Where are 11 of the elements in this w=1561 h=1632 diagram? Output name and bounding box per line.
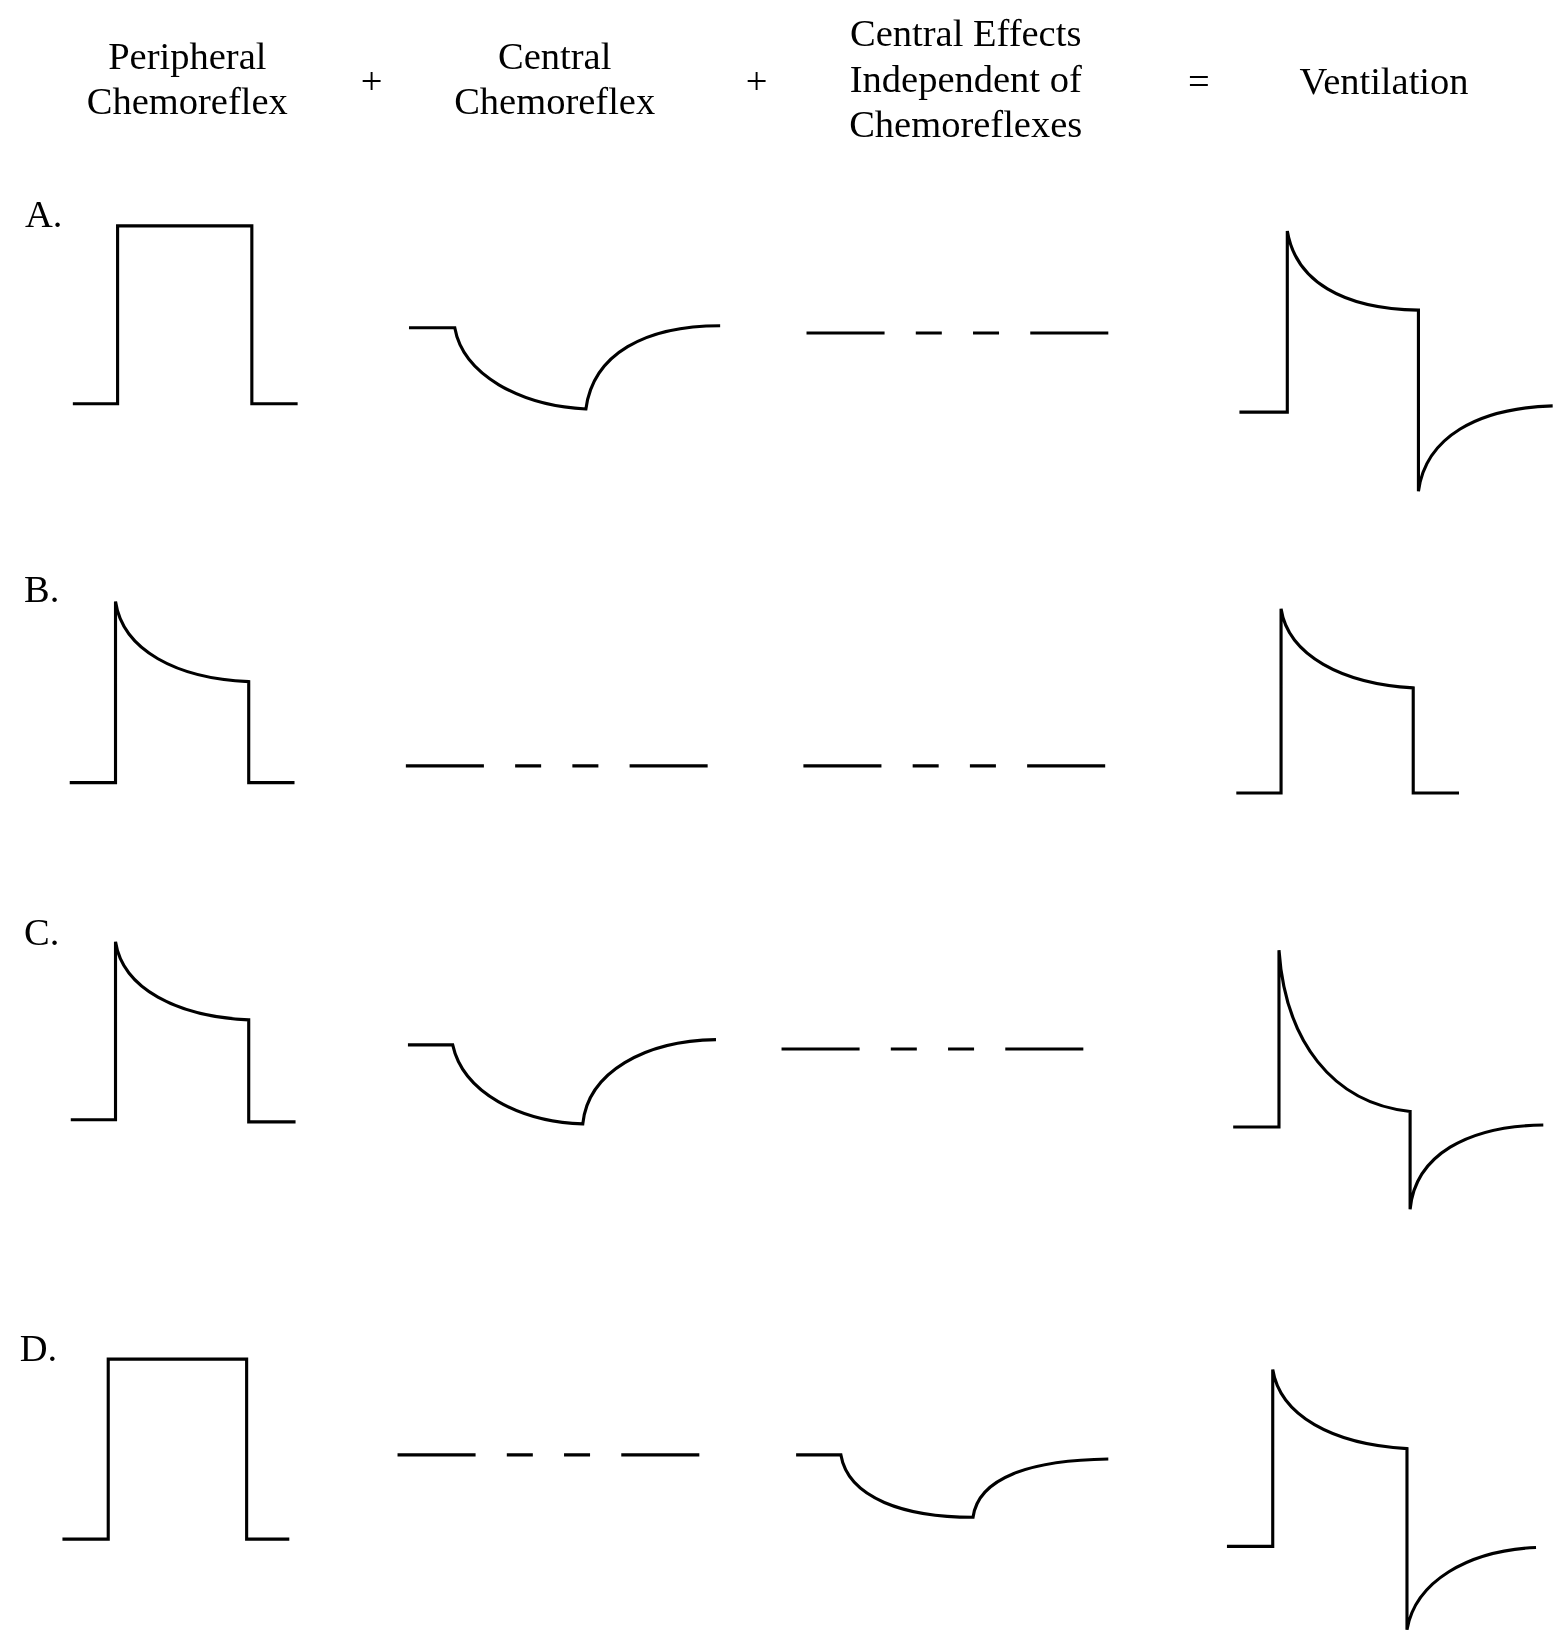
- row-letter: C.: [22, 909, 61, 956]
- row-letter: A.: [24, 191, 64, 238]
- row-letter: D.: [18, 1325, 59, 1372]
- row-letter: B.: [22, 566, 61, 612]
- column-heading: Central Effects Independent of Chemoreflexes: [848, 10, 1084, 148]
- equals-sign: =: [1187, 58, 1211, 104]
- column-heading: Peripheral Chemoreflex: [85, 33, 289, 125]
- column-heading: Ventilation: [1298, 58, 1470, 104]
- plus-sign: +: [359, 58, 384, 104]
- plus-sign: +: [744, 58, 769, 104]
- column-heading: Central Chemoreflex: [453, 33, 657, 125]
